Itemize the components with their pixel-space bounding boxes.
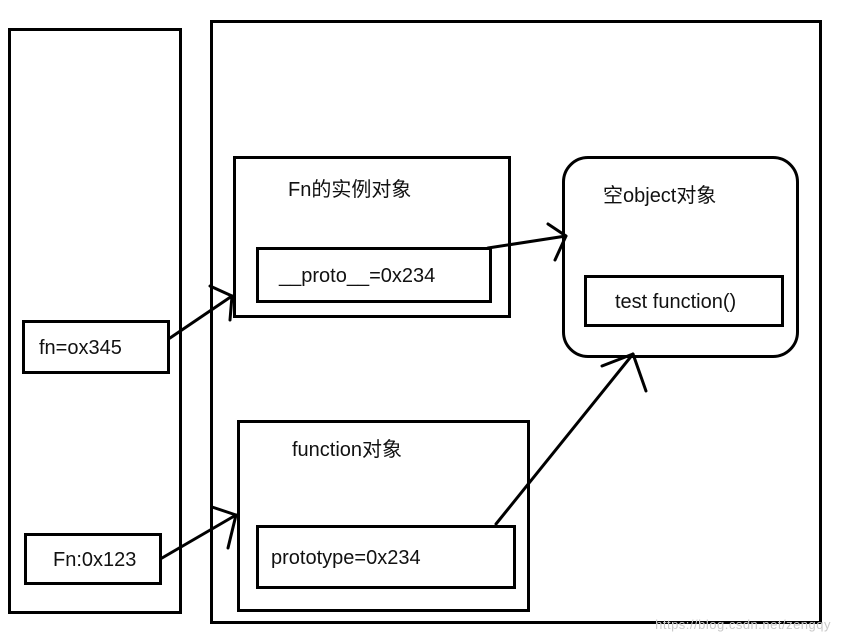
arrow-fn-to-instance xyxy=(168,294,234,340)
arrowhead-fn-to-instance xyxy=(208,284,234,322)
function-object-title: function对象 xyxy=(292,439,403,461)
prototype-property-label: prototype=0x234 xyxy=(271,547,421,569)
heap-region xyxy=(210,20,822,624)
prototype-property-box: prototype=0x234 xyxy=(256,525,516,589)
empty-object-box: 空object对象 test function() xyxy=(562,156,799,358)
proto-property-label: __proto__=0x234 xyxy=(279,265,436,287)
stack-region xyxy=(8,28,182,614)
arrow-prototype-to-empty-object xyxy=(494,352,635,526)
instance-object-title: Fn的实例对象 xyxy=(288,179,412,201)
Fn-variable-label: Fn:0x123 xyxy=(53,549,137,571)
proto-property-box: __proto__=0x234 xyxy=(256,247,492,303)
empty-object-title: 空object对象 xyxy=(603,185,717,207)
function-object-box: function对象 prototype=0x234 xyxy=(237,420,530,612)
arrow-Fn-to-function-object xyxy=(160,513,238,560)
Fn-variable-box: Fn:0x123 xyxy=(24,533,162,585)
arrowhead-prototype-to-empty-object xyxy=(600,352,648,393)
fn-variable-label: fn=ox345 xyxy=(39,337,122,359)
watermark: https://blog.csdn.net/zengqy xyxy=(655,617,831,632)
instance-object-box: Fn的实例对象 __proto__=0x234 xyxy=(233,156,511,318)
arrow-proto-to-empty-object xyxy=(486,234,568,250)
test-function-label: test function() xyxy=(615,291,737,313)
fn-variable-box: fn=ox345 xyxy=(22,320,170,374)
arrowhead-Fn-to-function-object xyxy=(210,505,238,550)
arrowhead-proto-to-empty-object xyxy=(546,222,568,262)
test-function-box: test function() xyxy=(584,275,784,327)
